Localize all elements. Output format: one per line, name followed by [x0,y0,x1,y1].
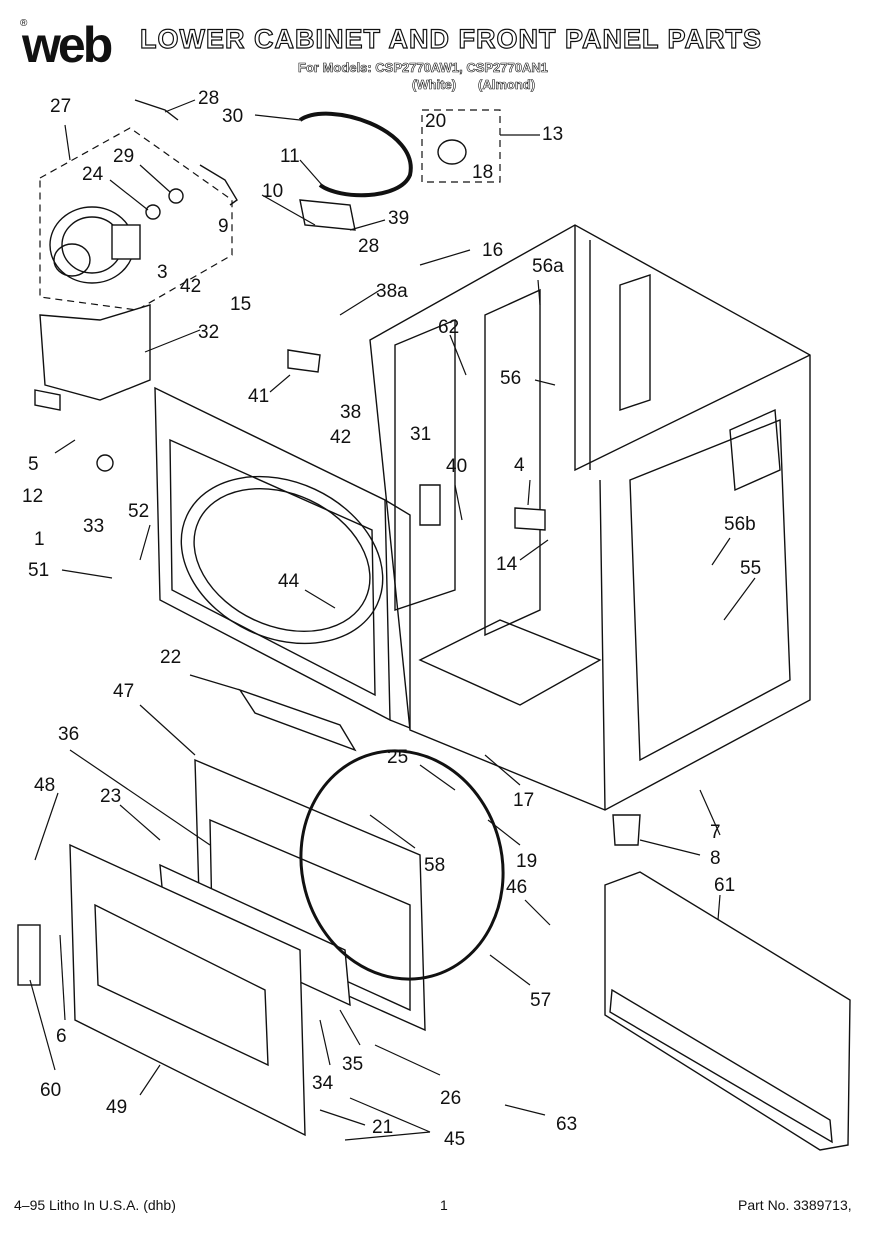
front-panel [154,386,411,730]
callout: 36 [58,724,79,745]
callout: 49 [106,1097,127,1118]
callout: 44 [278,571,300,592]
callout: 28 [358,236,379,257]
callout-labels: 28 30 20 13 27 29 24 11 18 10 39 9 28 16… [22,88,761,1150]
callout: 20 [425,111,446,132]
callout: 22 [160,647,181,668]
motor-clip [199,164,238,206]
leader-lines [29,99,756,1141]
registered-mark: ® [20,18,28,29]
callout: 8 [710,848,721,869]
models-line: For Models: CSP2770AW1, CSP2770AN1 [298,60,549,76]
callout: 56a [532,256,564,277]
brand-logo: web [22,17,113,73]
callout: 56b [724,514,756,535]
callout: 26 [440,1088,461,1109]
callout: 23 [100,786,121,807]
callout: 9 [218,216,229,237]
callout: 38 [340,402,361,423]
callout: 41 [248,386,269,407]
color-white-label: (White) [412,77,457,93]
callout: 61 [714,875,735,896]
callout: 6 [56,1026,67,1047]
terminal-block [514,507,546,531]
drive-motor [49,188,184,284]
door-seal [299,749,505,981]
callout: 51 [28,560,49,581]
callout: 35 [342,1054,363,1075]
callout: 28 [198,88,219,109]
page-title: LOWER CABINET AND FRONT PANEL PARTS [139,23,762,54]
callout: 34 [312,1073,334,1094]
callout: 62 [438,317,459,338]
callout: 63 [556,1114,577,1135]
page-number: 1 [440,1197,448,1213]
callout: 24 [82,164,104,185]
callout: 12 [22,486,43,507]
callout: 1 [34,529,45,550]
washer [96,454,114,472]
callout: 39 [388,208,409,229]
idler-pulley-outline [421,109,501,183]
callout: 40 [446,456,467,477]
callout: 42 [330,427,351,448]
callout: 4 [514,455,525,476]
callout: 13 [542,124,563,145]
callout: 52 [128,501,149,522]
callout: 14 [496,554,518,575]
callout: 15 [230,294,251,315]
callout: 25 [387,747,408,768]
callout: 60 [40,1080,61,1101]
dryer-cabinet [369,224,811,811]
callout: 7 [710,822,721,843]
idler-pulley [437,139,467,165]
callout: 18 [472,162,493,183]
motor-harness [134,99,179,121]
callout: 30 [222,106,243,127]
callout: 48 [34,775,55,796]
callout: 56 [500,368,521,389]
door-switch [34,389,61,411]
callout: 57 [530,990,551,1011]
callout: 16 [482,240,503,261]
callout: 17 [513,790,534,811]
callout: 5 [28,454,39,475]
callout: 45 [444,1129,465,1150]
motor-mount-bracket [39,304,151,401]
callout: 27 [50,96,71,117]
callout: 42 [180,276,201,297]
callout: 11 [280,146,300,167]
callout: 32 [198,322,219,343]
strike [419,484,441,526]
callout: 21 [372,1117,393,1138]
leveling-leg [612,814,641,846]
callout: 31 [410,424,431,445]
thermal-fuse [287,349,321,373]
idler-bracket [299,199,356,231]
color-almond-label: (Almond) [478,77,536,93]
callout: 47 [113,681,134,702]
callout: 19 [516,851,537,872]
toe-kick-vent [238,688,357,752]
callout: 10 [262,181,283,202]
callout: 33 [83,516,104,537]
door-assembly [69,758,426,1137]
access-panel [604,871,851,1151]
part-number: Part No. 3389713, [738,1197,852,1213]
door-handle-bracket [17,924,41,986]
callout: 38a [376,281,408,302]
callout: 3 [157,262,168,283]
callout: 46 [506,877,527,898]
motor-assembly-outline [39,127,233,311]
drive-belt [298,111,413,198]
litho-note: 4–95 Litho In U.S.A. (dhb) [14,1197,176,1213]
callout: 55 [740,558,761,579]
callout: 29 [113,146,134,167]
callout: 58 [424,855,445,876]
